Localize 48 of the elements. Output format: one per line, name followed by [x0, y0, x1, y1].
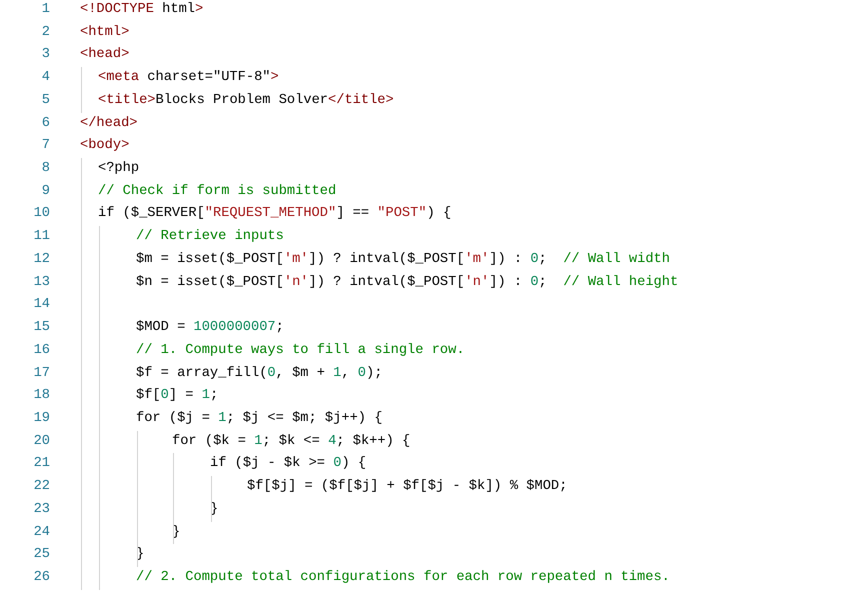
line-number: 17: [32, 364, 50, 383]
code-line: for ($k = 1; $k <= 4; $k++) {: [172, 432, 410, 451]
line-number: 25: [32, 546, 50, 564]
code-line: $MOD = 1000000007;: [136, 319, 284, 338]
line-number: 24: [32, 524, 50, 542]
code-line: <head>: [80, 46, 130, 64]
line-number: 8: [40, 160, 50, 178]
line-number: 21: [32, 455, 50, 474]
line-number: 20: [32, 432, 50, 451]
line-number: 2: [40, 24, 50, 42]
line-number: 11: [32, 228, 50, 246]
line-number: 3: [40, 46, 50, 64]
code-line: </head>: [80, 114, 138, 133]
code-line: $f[$j] = ($f[$j] + $f[$j - $k]) % $MOD;: [247, 478, 568, 496]
code-line: $n = isset($_POST['n']) ? intval($_POST['n']) : 0; // Wall height: [136, 274, 678, 292]
line-number: 15: [32, 319, 50, 338]
line-number: 7: [40, 137, 50, 156]
code-line: // Check if form is submitted: [98, 182, 336, 201]
line-number: 18: [32, 387, 50, 406]
line-number: 13: [32, 274, 50, 292]
code-line: // 1. Compute ways to fill a single row.: [136, 342, 465, 360]
code-line: <?php: [98, 160, 140, 178]
line-number: 9: [40, 182, 50, 201]
code-line: // Retrieve inputs: [136, 228, 284, 246]
code-line: <title>Blocks Problem Solver</title>: [98, 92, 394, 110]
line-number: 10: [32, 205, 50, 224]
line-number: 5: [40, 92, 50, 110]
line-number: 22: [32, 478, 50, 496]
code-line: if ($j - $k >= 0) {: [210, 455, 366, 474]
code-line: // 2. Compute total configurations for each row repeated n times.: [136, 569, 670, 587]
line-number: 6: [40, 114, 50, 133]
code-line: <html>: [80, 24, 130, 42]
code-line: <!DOCTYPE html>: [80, 1, 204, 19]
code-line: if ($_SERVER["REQUEST_METHOD"] == "POST") {: [98, 205, 452, 224]
code-line: $f = array_fill(0, $m + 1, 0);: [136, 364, 382, 383]
code-line: <body>: [80, 137, 130, 156]
line-number: 26: [32, 569, 50, 587]
line-number: 16: [32, 342, 50, 360]
code-line: for ($j = 1; $j <= $m; $j++) {: [136, 410, 382, 428]
code-line: $m = isset($_POST['m']) ? intval($_POST['m']) : 0; // Wall width: [136, 250, 670, 269]
code-line: $f[0] = 1;: [136, 387, 218, 406]
line-number: 19: [32, 410, 50, 428]
line-number: 1: [40, 1, 50, 19]
code-line: <meta charset="UTF-8">: [98, 69, 279, 88]
line-number: 23: [32, 500, 50, 519]
line-number: 4: [40, 69, 50, 88]
line-number: 12: [32, 250, 50, 269]
line-number: 14: [32, 296, 50, 314]
